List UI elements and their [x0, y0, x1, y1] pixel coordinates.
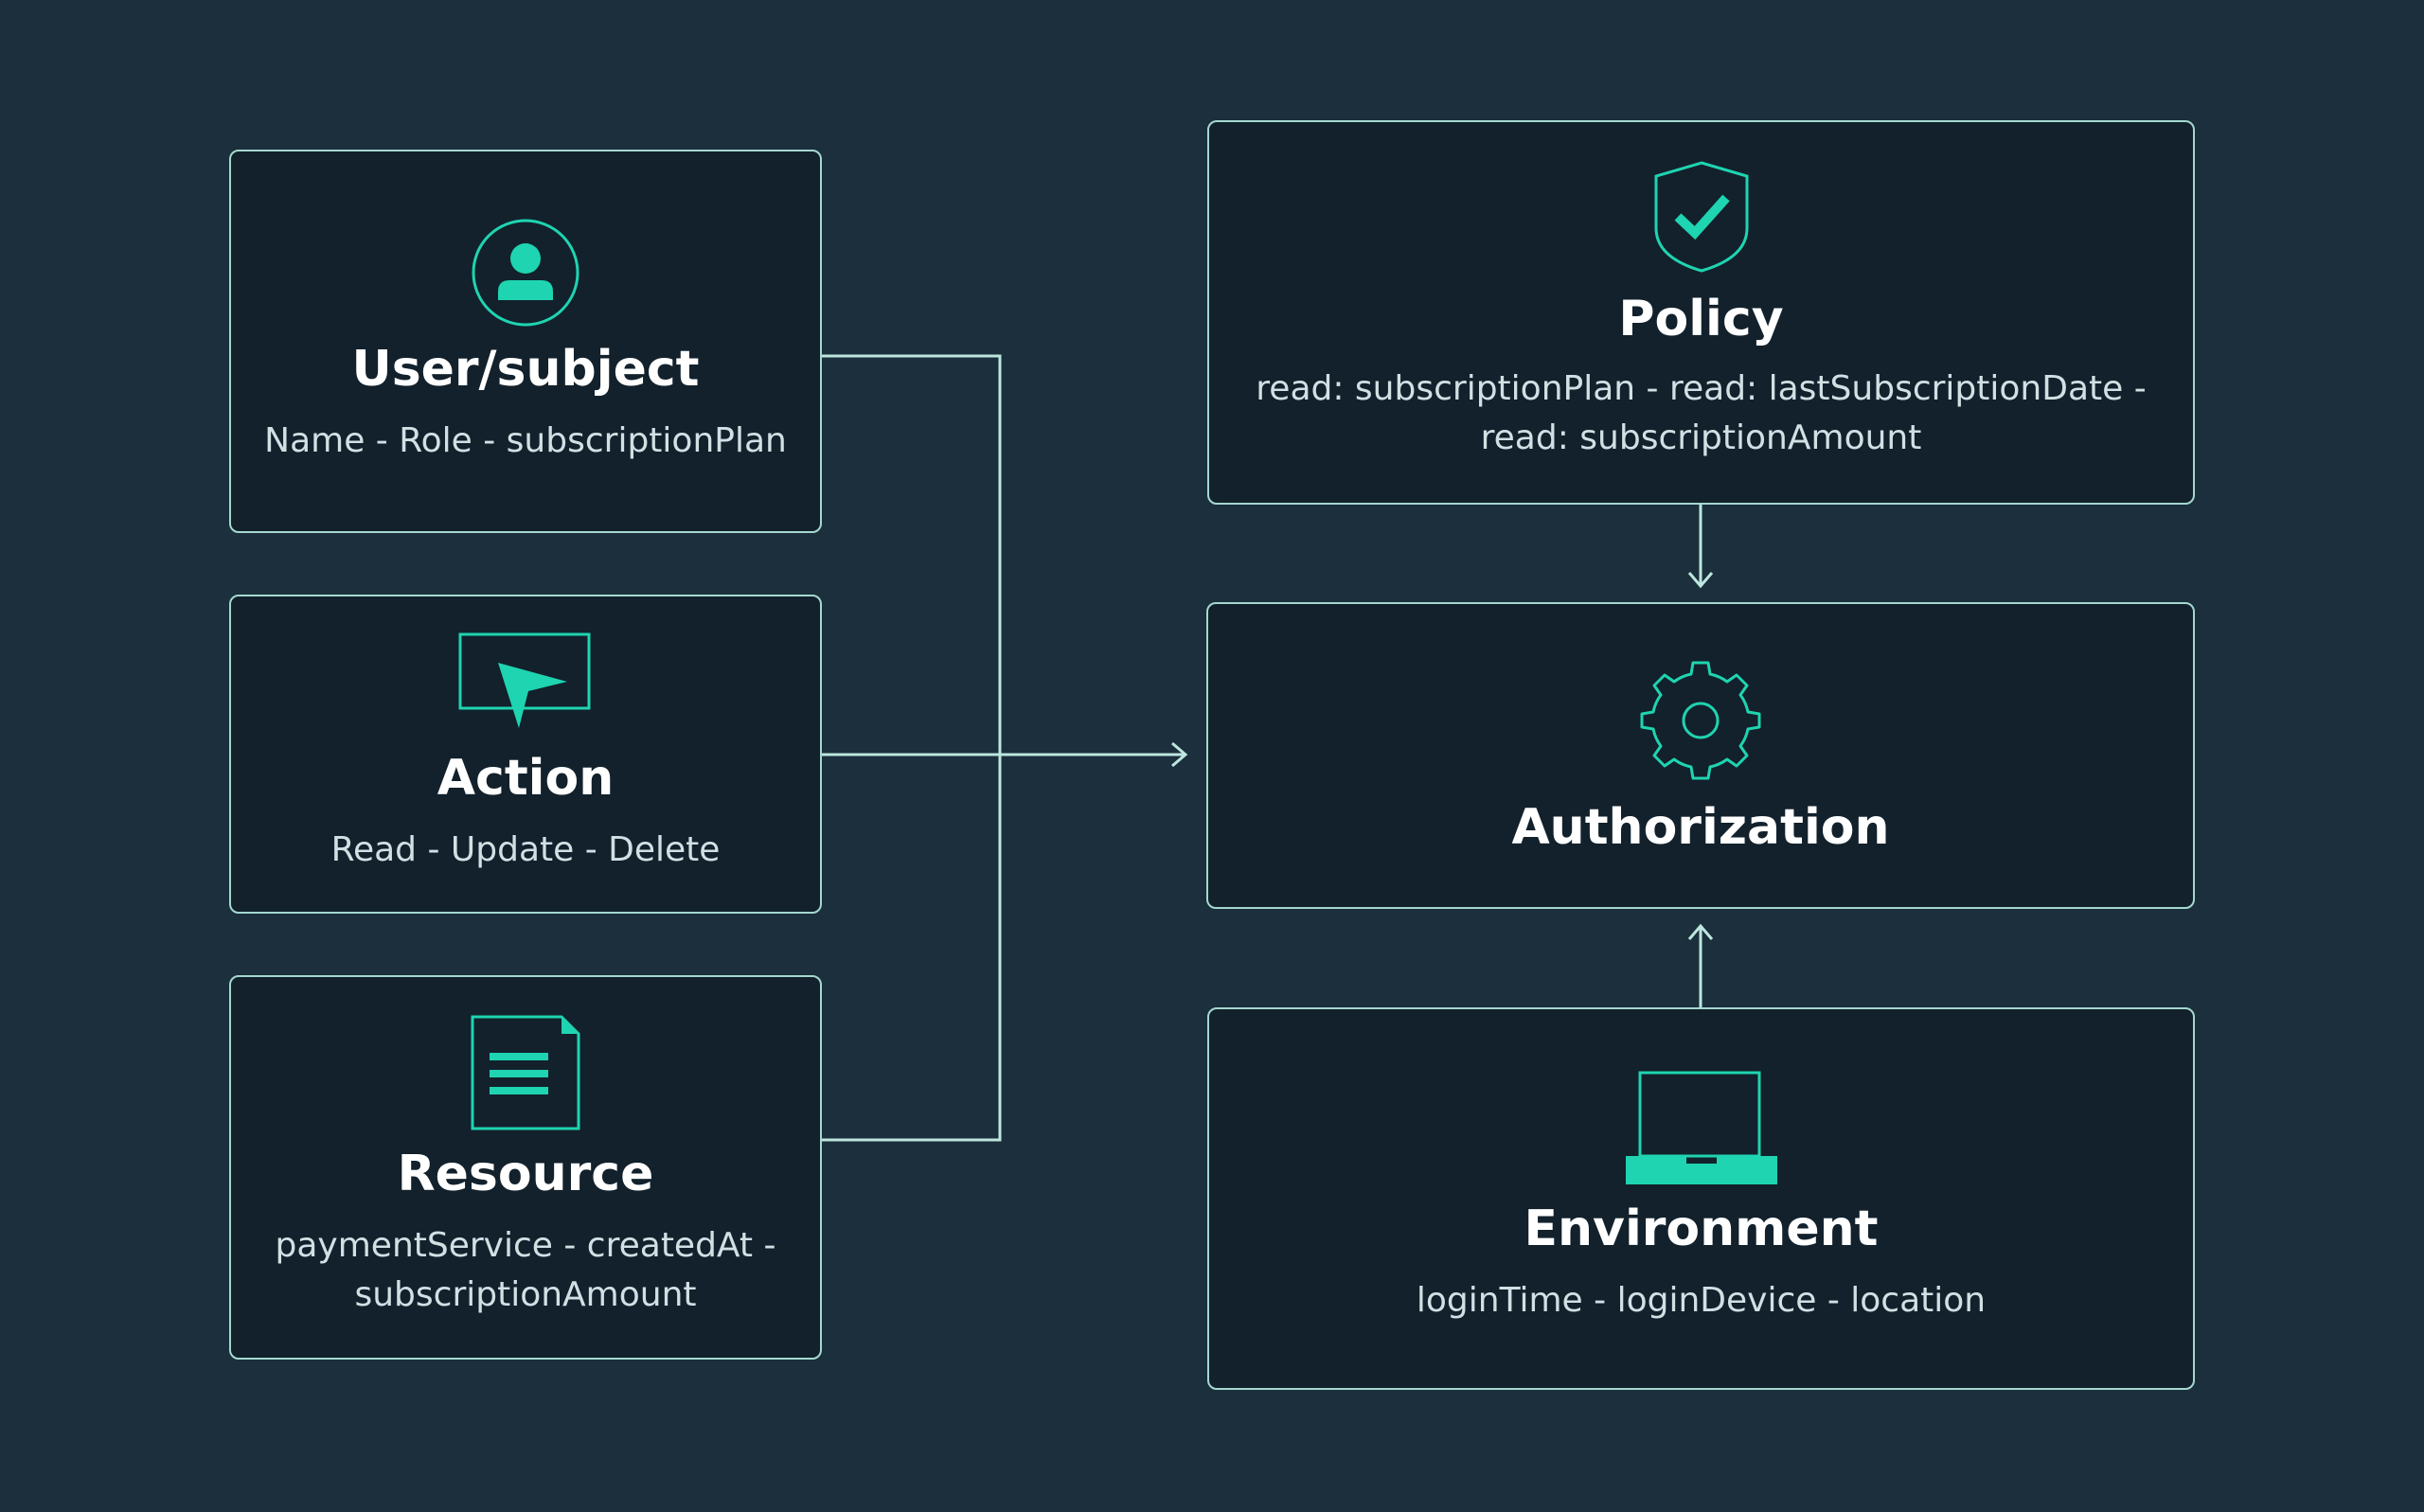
policy-rules-line-1: read: subscriptionPlan - read: lastSubsc… [1256, 369, 2147, 408]
resource-attributes-line-2: subscriptionAmount [354, 1275, 697, 1314]
action-title: Action [437, 750, 615, 807]
user-icon [472, 219, 579, 327]
laptop-icon [1625, 1071, 1777, 1184]
policy-rules-line-2: read: subscriptionAmount [1480, 418, 1922, 457]
authorization-box: Authorization [1206, 602, 2195, 909]
action-arrowhead [1171, 741, 1188, 768]
environment-attributes: loginTime - loginDevice - location [1416, 1281, 1987, 1320]
gear-icon [1640, 661, 1761, 780]
user-subject-title: User/subject [351, 341, 700, 398]
policy-box: Policy read: subscriptionPlan - read: la… [1207, 120, 2195, 505]
resource-attributes: paymentService - createdAt - subscriptio… [250, 1221, 801, 1320]
policy-title: Policy [1618, 291, 1784, 347]
user-subject-box: User/subject Name - Role - subscriptionP… [229, 150, 822, 533]
environment-arrowhead [1687, 923, 1714, 940]
user-connector [822, 354, 1002, 1142]
policy-arrowhead [1687, 572, 1714, 589]
user-subject-attributes: Name - Role - subscriptionPlan [264, 421, 787, 460]
resource-title: Resource [397, 1146, 654, 1202]
resource-box: Resource paymentService - createdAt - su… [229, 975, 822, 1360]
environment-box: Environment loginTime - loginDevice - lo… [1207, 1007, 2195, 1390]
cursor-screen-icon [458, 632, 591, 728]
resource-attributes-line-1: paymentService - createdAt - [275, 1226, 776, 1265]
environment-title: Environment [1524, 1201, 1879, 1257]
shield-check-icon [1654, 161, 1748, 273]
document-icon [471, 1015, 580, 1130]
action-attributes: Read - Update - Delete [330, 830, 721, 869]
policy-rules: read: subscriptionPlan - read: lastSubsc… [1228, 365, 2174, 463]
action-box: Action Read - Update - Delete [229, 595, 822, 914]
authorization-title: Authorization [1511, 799, 1890, 856]
